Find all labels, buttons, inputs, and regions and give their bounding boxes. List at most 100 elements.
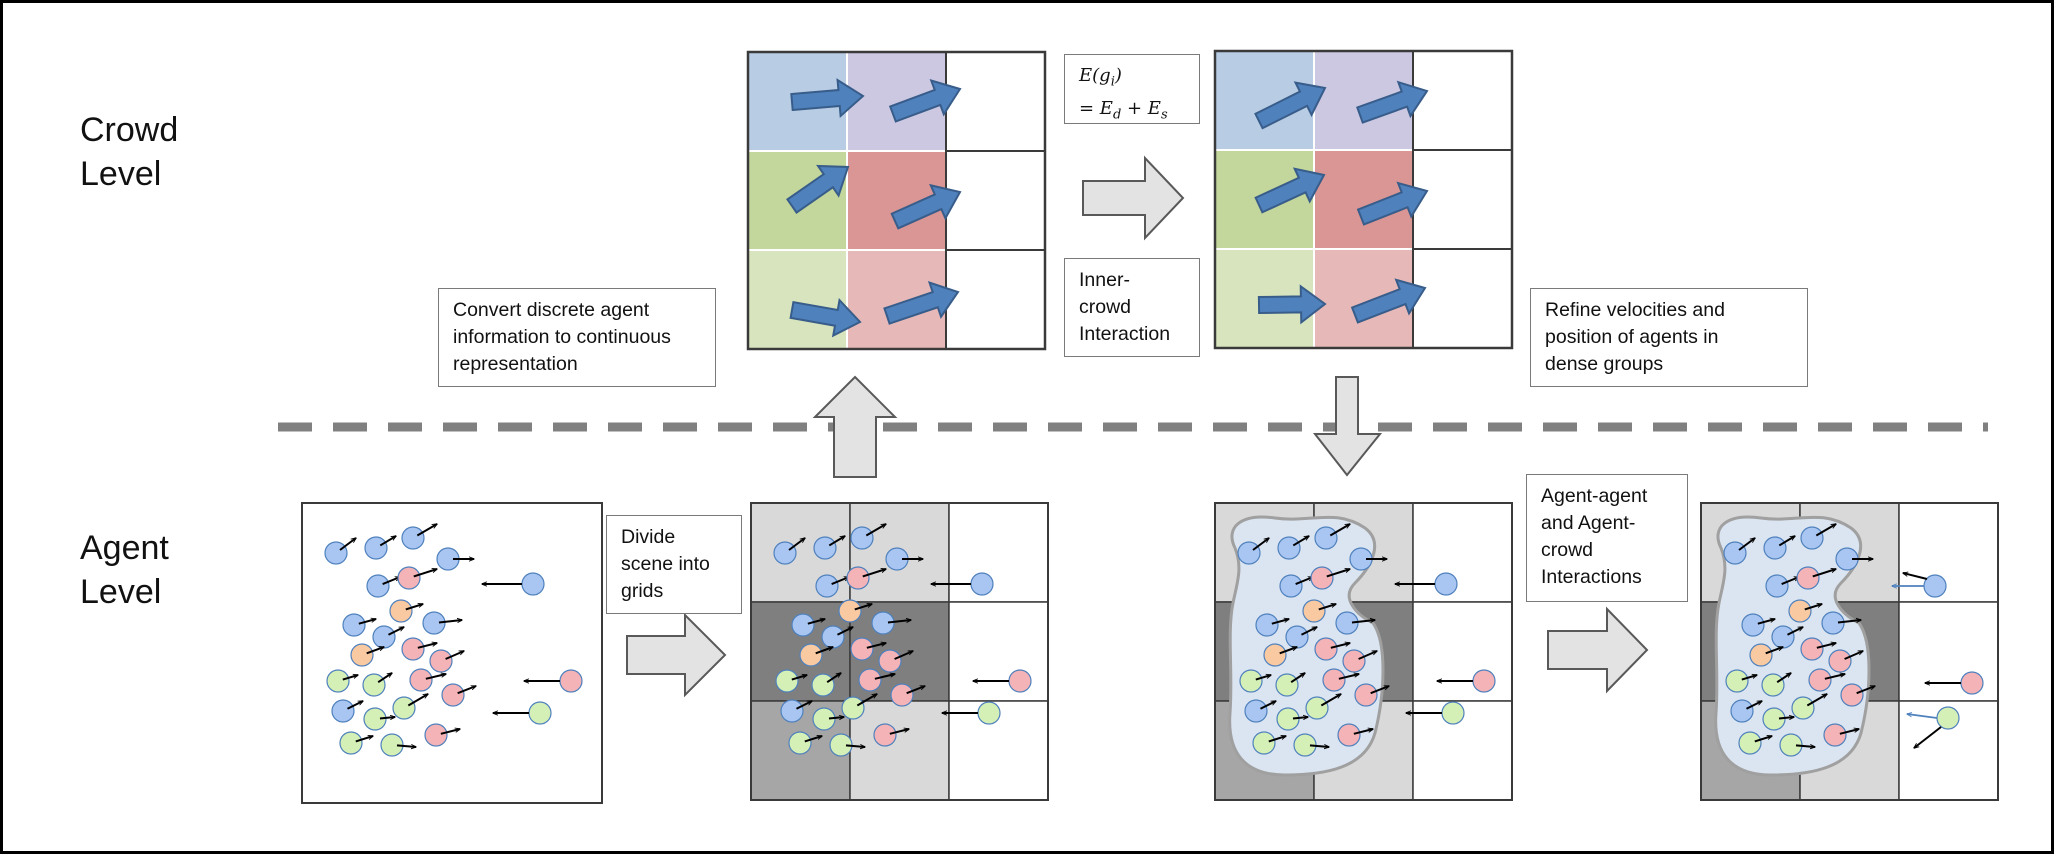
velocity-vector: [1787, 626, 1803, 636]
agent-dot: [873, 723, 897, 747]
velocity-vector: [416, 524, 437, 537]
arrow-right-crowd: [1082, 155, 1185, 241]
caption-divide-line2: scene into: [621, 553, 710, 575]
agent-dot: [364, 536, 388, 560]
crowd-level-label-line2: Level: [80, 155, 162, 193]
velocity-vector: [425, 674, 446, 680]
agent-dot: [1275, 673, 1299, 697]
velocity-vector: [1778, 717, 1794, 719]
grid-cell: [849, 700, 950, 801]
crowd-level-label: Crowd Level: [80, 108, 178, 196]
velocity-vector: [828, 536, 845, 547]
velocity-vector: [1351, 620, 1375, 624]
agent-dot: [331, 699, 355, 723]
velocity-arrow: [1254, 167, 1326, 214]
grid-cell: [945, 150, 1046, 251]
grid-cell: [948, 502, 1049, 603]
velocity-vector: [894, 650, 913, 660]
agent-dot: [1796, 566, 1820, 590]
agent-dot: [841, 696, 865, 720]
velocity-vector: [1839, 729, 1859, 735]
agent-dot: [1800, 526, 1824, 550]
velocity-vector: [1757, 619, 1775, 625]
arrow-right-divide: [626, 612, 727, 698]
agent-dot: [1738, 731, 1762, 755]
agent-dot: [429, 649, 453, 673]
agent-dot: [878, 649, 902, 673]
velocity-vector: [1754, 736, 1772, 743]
velocity-vector: [339, 538, 356, 551]
agent-dot: [1335, 611, 1359, 635]
grid-cell: [1412, 601, 1513, 702]
agent-dot: [1762, 707, 1786, 731]
caption-refine-line3: dense groups: [1545, 353, 1664, 375]
velocity-vector: [1320, 694, 1341, 707]
velocity-vector: [347, 700, 363, 710]
agent-dot: [1741, 613, 1765, 637]
velocity-vector: [837, 626, 853, 636]
velocity-vector: [1824, 674, 1845, 680]
agent-dot: [1434, 572, 1458, 596]
velocity-vector: [1806, 694, 1827, 707]
velocity-vector: [355, 736, 373, 743]
agent-dot: [1342, 649, 1366, 673]
caption-convert-line3: representation: [453, 353, 578, 375]
arrow-up: [812, 375, 898, 478]
velocity-vector: [889, 729, 909, 735]
agent-dot: [815, 574, 839, 598]
velocity-vector: [1856, 685, 1875, 695]
agent-dot: [813, 536, 837, 560]
caption-refine-line1: Refine velocities and: [1545, 299, 1725, 321]
velocity-vector: [438, 620, 462, 624]
scene-border: [1214, 502, 1513, 801]
caption-inner-line2: crowd: [1079, 296, 1132, 318]
agent-dot: [1472, 669, 1496, 693]
velocity-vector: [1358, 650, 1377, 660]
velocity-vector: [379, 717, 395, 719]
agent-dot: [780, 699, 804, 723]
caption-convert-line2: information to continuous: [453, 326, 671, 348]
velocity-vector: [1301, 626, 1317, 636]
crowd-grid-after: [1213, 49, 1514, 350]
agent-dot: [799, 643, 823, 667]
velocity-vector: [1815, 524, 1836, 537]
velocity-arrow: [786, 164, 850, 214]
agent-dot: [1808, 668, 1832, 692]
velocity-vector: [791, 675, 807, 681]
agent-dot: [1244, 699, 1268, 723]
agent-dot: [850, 637, 874, 661]
agent-dot: [1252, 731, 1276, 755]
crowd-level-label-line1: Crowd: [80, 111, 179, 149]
agent-dot: [339, 731, 363, 755]
caption-agent-agent: Agent-agent and Agent- crowd Interaction…: [1526, 474, 1688, 602]
agent-dot: [342, 613, 366, 637]
caption-convert: Convert discrete agent information to co…: [438, 288, 716, 387]
velocity-vector: [413, 569, 437, 578]
crowd-region: [1714, 515, 1871, 777]
agent-dot: [1771, 625, 1795, 649]
agent-dot: [1828, 649, 1852, 673]
agent-dot: [890, 683, 914, 707]
agent-dot: [1960, 671, 1984, 695]
agent-dot: [521, 572, 545, 596]
agent-dot: [858, 668, 882, 692]
velocity-arrow: [1356, 181, 1429, 226]
grid-cell: [948, 601, 1049, 702]
grid-cell: [945, 51, 1046, 152]
agent-dot: [1276, 707, 1300, 731]
velocity-arrow: [883, 281, 960, 325]
velocity-vector: [1290, 673, 1305, 684]
velocity-arrow: [1356, 80, 1429, 124]
agent-dot: [1765, 574, 1789, 598]
agent-dot: [1255, 613, 1279, 637]
agent-dot: [326, 669, 350, 693]
agent-dot: [850, 526, 874, 550]
agent-dot: [1823, 723, 1847, 747]
agent-dot: [1788, 599, 1812, 623]
velocity-vector: [417, 643, 437, 649]
grid-cell: [1412, 50, 1513, 151]
agent-dot: [1800, 637, 1824, 661]
velocity-vector: [1279, 646, 1297, 655]
